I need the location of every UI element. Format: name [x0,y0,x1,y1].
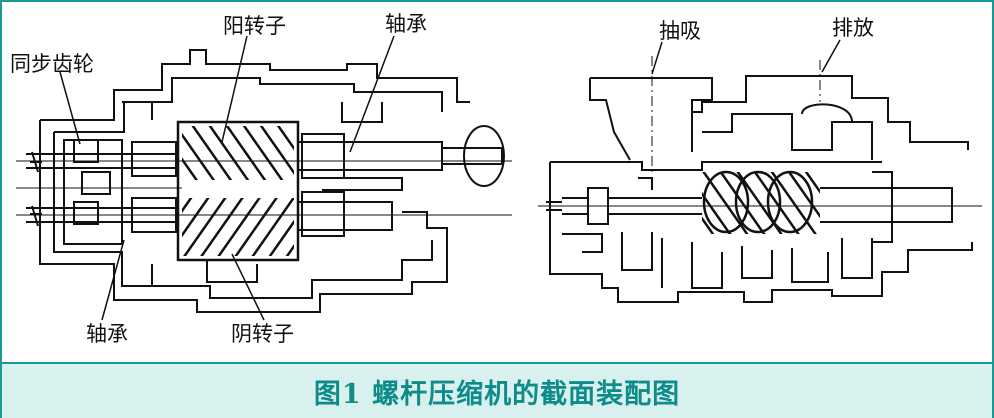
bearing-right-bottom [301,191,345,237]
left-leader-lines [59,35,395,321]
right-main-body [549,161,973,303]
label-sync-gear: 同步齿轮 [10,52,94,76]
male-rotor [182,126,294,180]
drawing-area: 同步齿轮 阳转子 轴承 轴承 阴转子 抽吸 排放 [2,2,992,362]
label-bearing-bottom: 轴承 [86,322,128,346]
bearing-left-top [131,141,177,177]
bearing-right-top [301,133,345,179]
label-male-rotor: 阳转子 [223,14,286,38]
suction-port [589,77,713,161]
figure-caption: 图1 螺杆压缩机的截面装配图 [313,378,681,410]
right-centerlines [538,56,982,207]
label-female-rotor: 阴转子 [231,322,294,346]
drive-coupling [463,125,505,187]
label-bearing-top: 轴承 [385,12,427,36]
female-rotor [182,198,294,256]
caption-band: 图1 螺杆压缩机的截面装配图 [2,362,992,418]
male-shaft [26,141,503,171]
gear-box [63,139,123,245]
right-compressor-section [546,75,973,303]
compressor-drawing [16,35,982,321]
left-centerlines [16,160,512,216]
right-top-casing [692,75,969,160]
left-inner-casing [53,77,443,299]
label-discharge: 排放 [832,16,874,40]
right-leader-lines [651,39,841,75]
right-rotor-block [702,172,820,234]
right-shaft [562,187,953,223]
left-compressor-section [26,49,503,313]
label-suction: 抽吸 [659,19,701,43]
